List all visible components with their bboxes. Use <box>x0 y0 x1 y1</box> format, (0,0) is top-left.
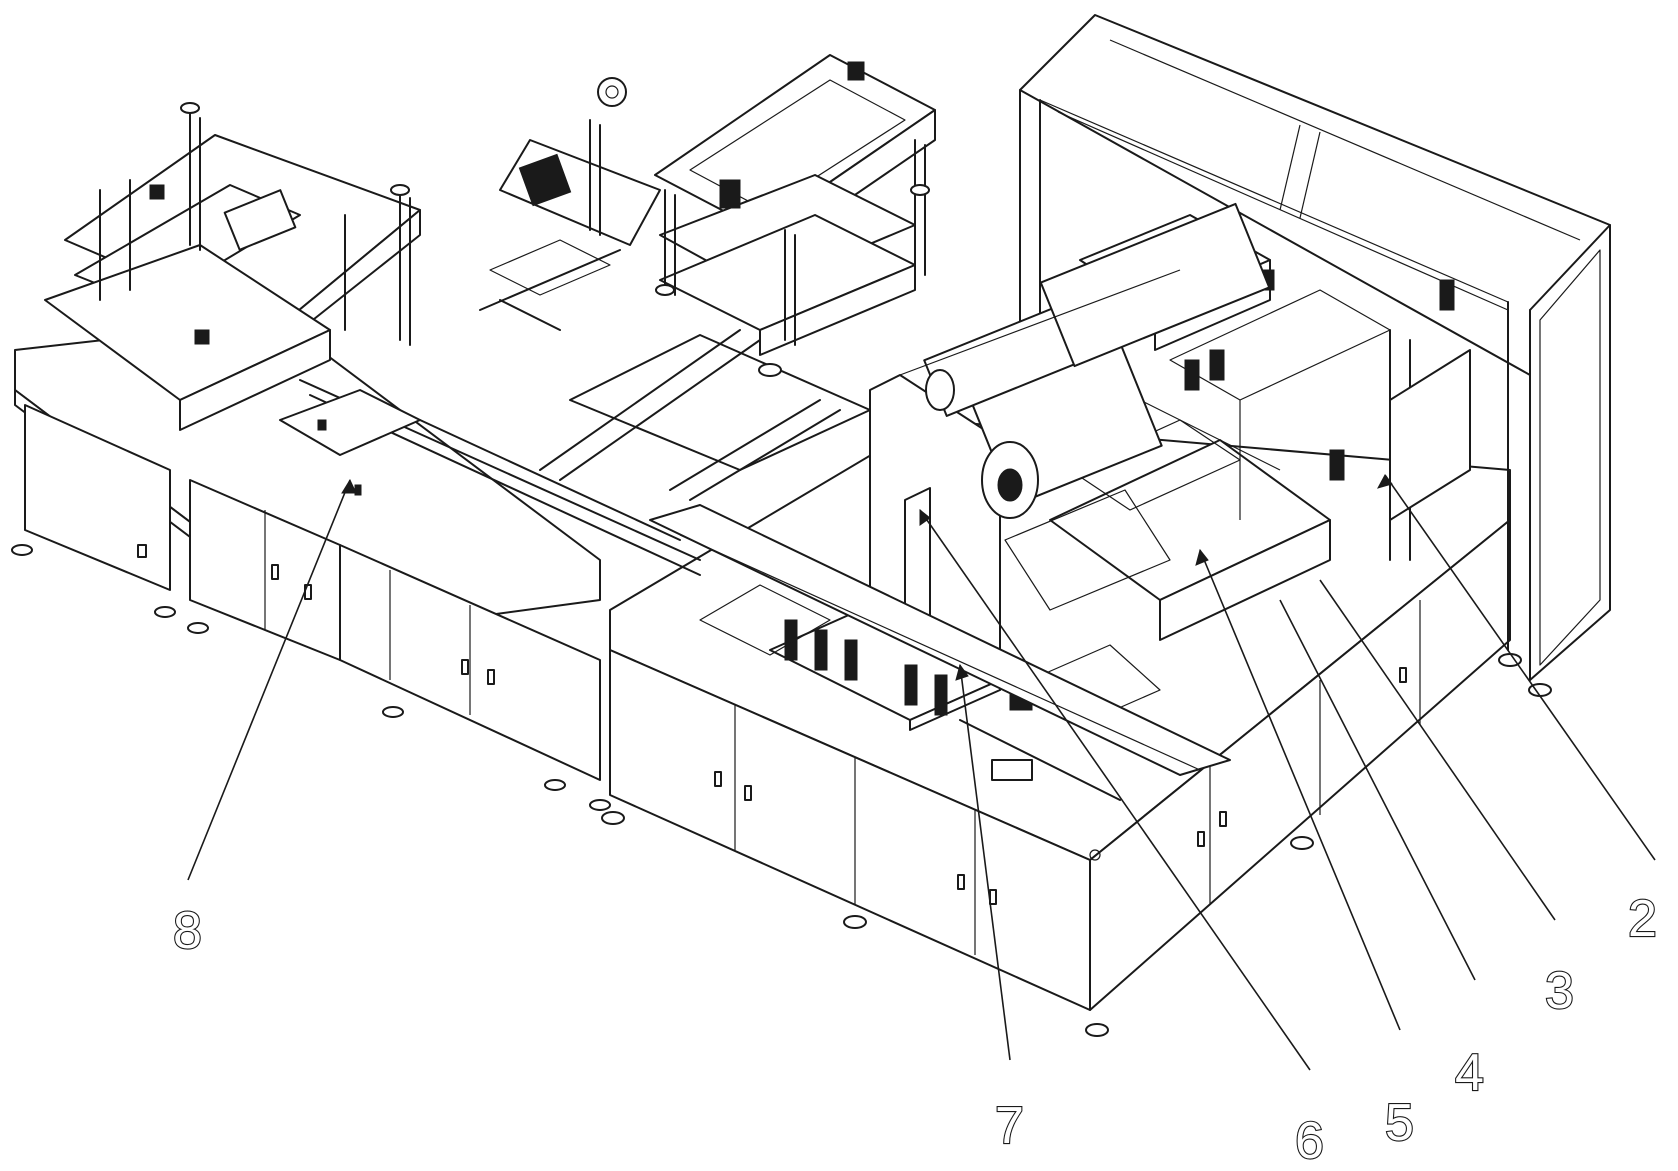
leader-line-7 <box>959 664 1011 1061</box>
conveyor-rails <box>299 329 1231 776</box>
leader-line-2 <box>1384 474 1656 861</box>
leader-line-8 <box>187 479 351 881</box>
leader-lines <box>187 474 1656 1071</box>
leader-line-6 <box>919 509 1311 1071</box>
main-base-cabinet <box>601 419 1522 1037</box>
leader-line-4 <box>1279 599 1476 981</box>
callout-3: 3 <box>1545 962 1574 1020</box>
callout-labels: 2 3 4 5 6 7 8 <box>172 889 1658 1171</box>
callout-7: 7 <box>995 1097 1024 1155</box>
left-base-cabinet <box>11 319 611 811</box>
leader-line-3 <box>1319 579 1556 921</box>
left-press-station <box>44 102 421 496</box>
callout-8: 8 <box>173 902 202 960</box>
upper-press-table <box>654 54 936 377</box>
right-enclosure <box>1019 14 1611 697</box>
callout-5: 5 <box>1385 1094 1414 1152</box>
callout-2: 2 <box>1628 890 1657 948</box>
callout-6: 6 <box>1295 1112 1324 1170</box>
callout-4: 4 <box>1455 1044 1484 1102</box>
leader-line-5 <box>1199 549 1401 1031</box>
center-labeling-head <box>479 77 661 331</box>
